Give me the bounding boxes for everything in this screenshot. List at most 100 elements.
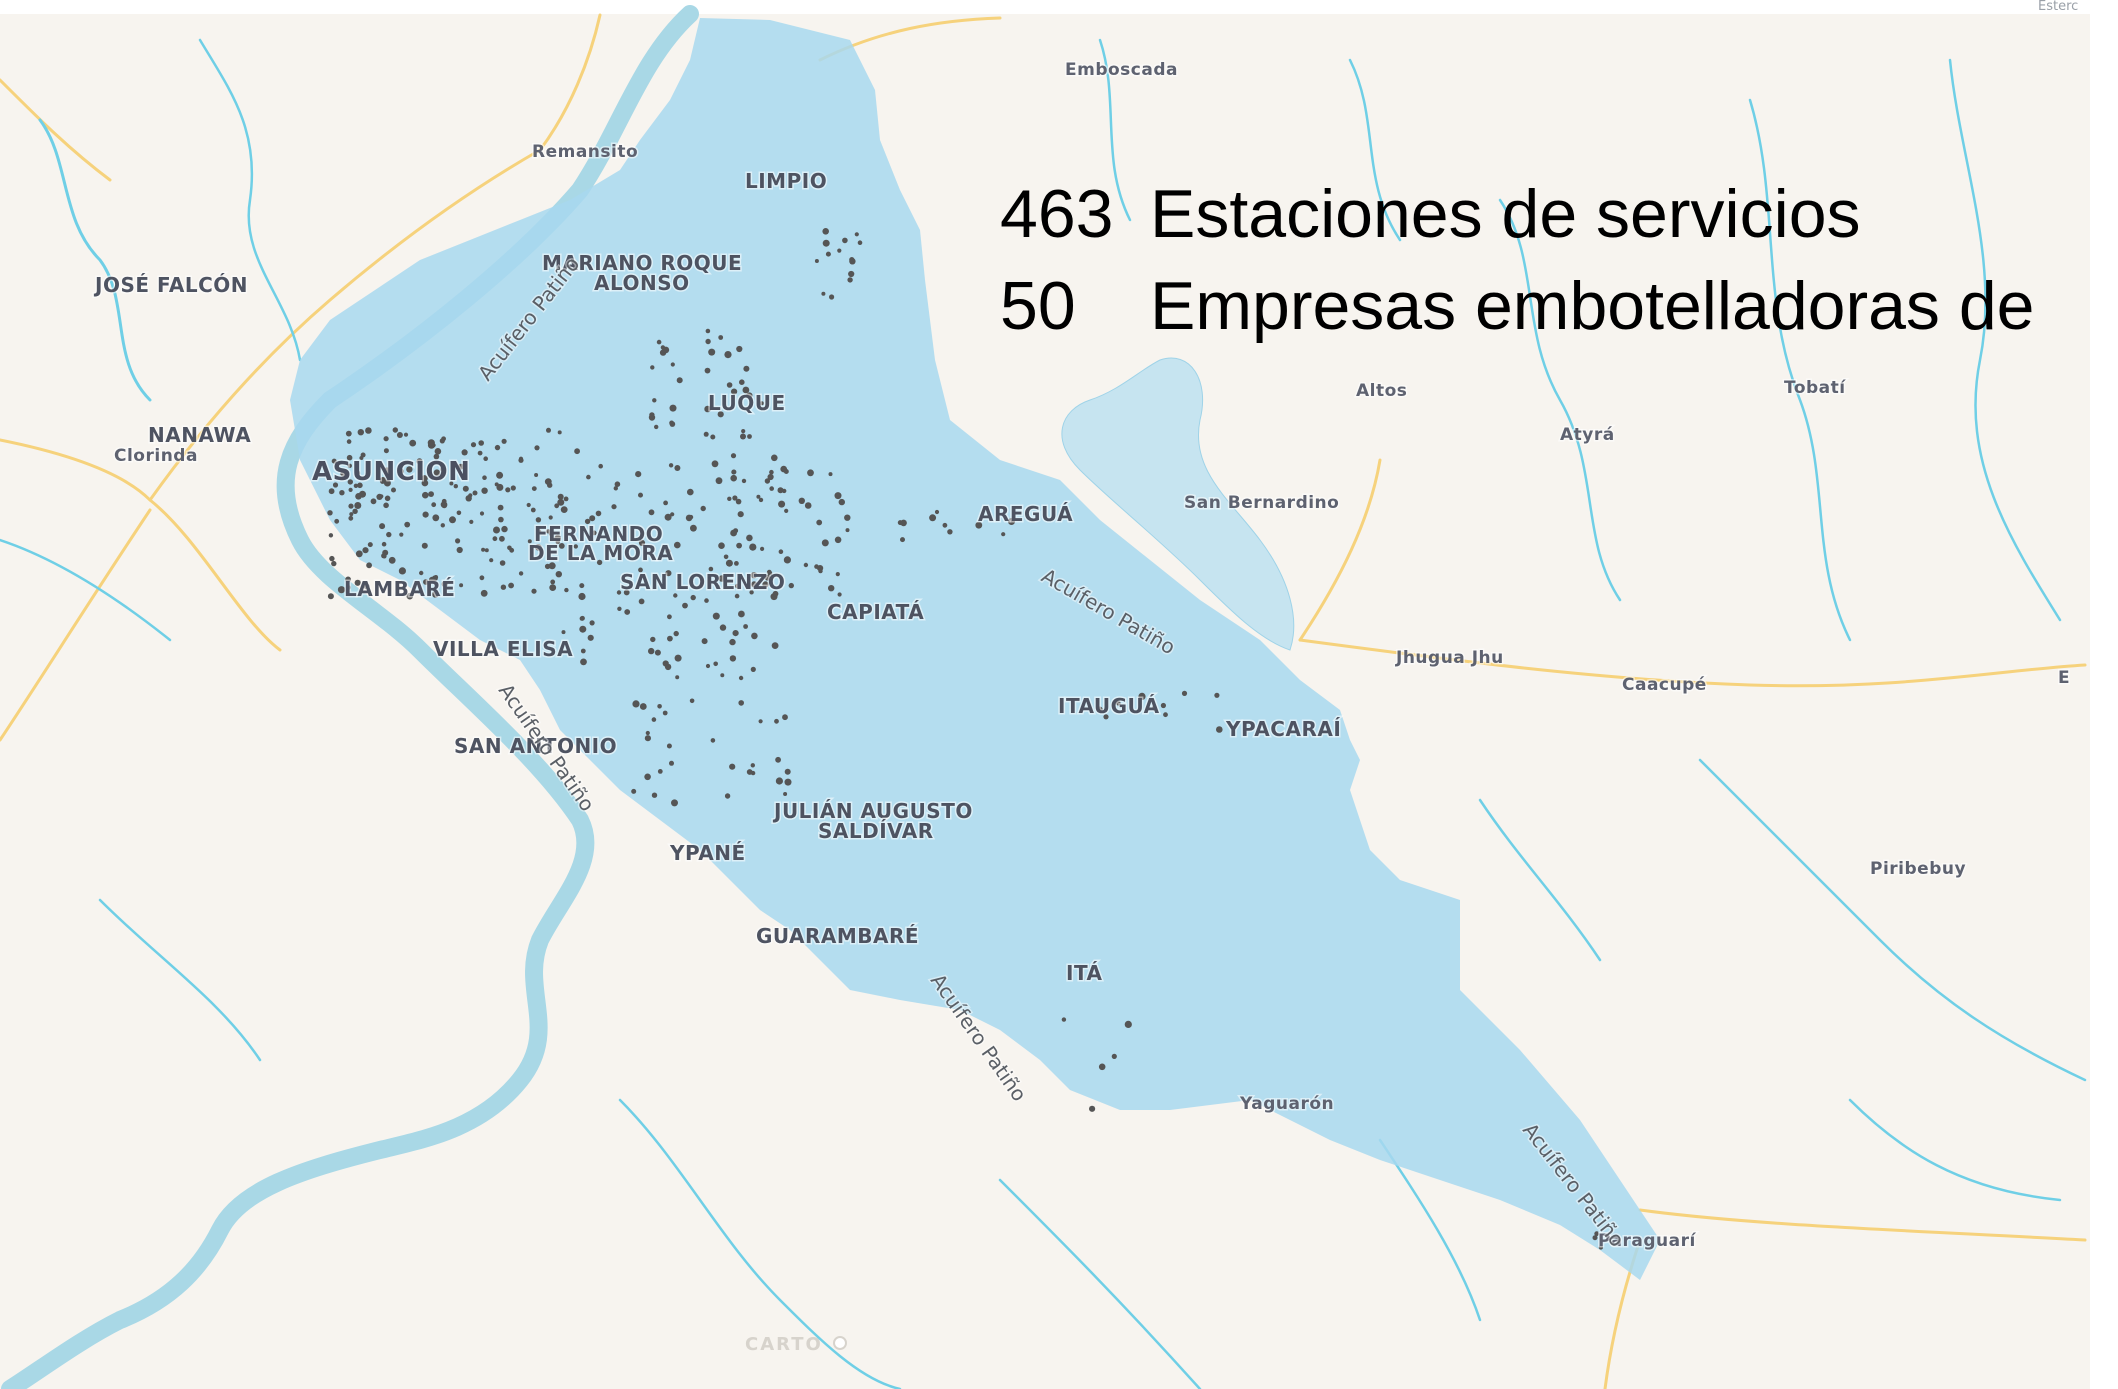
- station-dot: [441, 502, 448, 509]
- legend-count: 50: [1000, 268, 1076, 344]
- station-dot: [472, 490, 478, 496]
- station-dot: [348, 515, 354, 521]
- station-dot: [526, 502, 531, 508]
- station-dot: [1001, 532, 1006, 537]
- station-dot: [580, 615, 585, 621]
- station-dot: [423, 579, 429, 585]
- station-dot: [494, 444, 501, 451]
- place-label-luque: LUQUE: [708, 391, 786, 415]
- station-dot: [546, 427, 551, 433]
- station-dot: [578, 592, 586, 601]
- station-dot: [557, 493, 564, 500]
- station-dot: [662, 660, 669, 667]
- station-dot: [554, 534, 561, 542]
- station-dot: [352, 508, 358, 514]
- station-dot: [784, 768, 791, 775]
- station-dot: [638, 492, 643, 498]
- station-dot: [339, 490, 345, 496]
- station-dot: [480, 589, 488, 597]
- station-dot: [1111, 1053, 1117, 1059]
- place-label-julian-line2: SALDÍVAR: [818, 819, 934, 843]
- station-dot: [807, 469, 814, 477]
- station-dot: [367, 542, 373, 548]
- station-dot: [767, 473, 774, 481]
- station-dot: [479, 511, 485, 516]
- place-label-paraguari: Paraguarí: [1598, 1231, 1696, 1251]
- station-dot: [510, 485, 516, 491]
- place-label-san-bernardino: San Bernardino: [1184, 493, 1339, 513]
- station-dot: [433, 575, 439, 580]
- station-dot: [735, 583, 740, 589]
- station-dot: [530, 507, 536, 513]
- station-dot: [822, 239, 830, 247]
- station-dot: [774, 718, 779, 724]
- station-dot: [449, 516, 456, 524]
- station-dot: [549, 584, 557, 591]
- station-dot: [589, 515, 596, 522]
- station-dot: [433, 469, 441, 477]
- place-label-tobati: Tobatí: [1784, 378, 1846, 398]
- station-dot: [769, 486, 774, 491]
- station-dot: [1098, 1063, 1106, 1071]
- station-dot: [741, 478, 747, 484]
- place-label-ypacarai: YPACARAÍ: [1225, 717, 1341, 741]
- road: [0, 78, 112, 182]
- station-dot: [499, 560, 506, 566]
- station-dot: [670, 512, 675, 517]
- station-dot: [738, 700, 744, 706]
- station-dot: [834, 492, 842, 500]
- place-label-san-antonio: SAN ANTONIO: [454, 734, 617, 758]
- station-dot: [829, 294, 835, 300]
- place-label-jose-falcon: JOSÉ FALCÓN: [93, 273, 248, 297]
- station-dot: [1089, 1105, 1096, 1112]
- station-dot: [346, 439, 352, 444]
- station-dot: [732, 630, 739, 637]
- place-label-guarambare: GUARAMBARÉ: [756, 924, 919, 948]
- station-dot: [703, 431, 709, 437]
- station-dot: [499, 535, 505, 542]
- station-dot: [391, 487, 396, 493]
- station-dot: [764, 575, 771, 581]
- station-dot: [501, 438, 507, 444]
- station-dot: [416, 458, 423, 465]
- station-dot: [844, 514, 851, 521]
- station-dot: [347, 463, 352, 468]
- station-dot: [688, 514, 694, 520]
- station-dot: [664, 513, 672, 521]
- station-dot: [461, 449, 468, 456]
- station-dot: [814, 564, 819, 569]
- station-dot: [669, 421, 676, 427]
- stream: [1478, 798, 1602, 962]
- station-dot: [536, 529, 542, 535]
- station-dot: [828, 472, 833, 477]
- station-dot: [334, 518, 340, 524]
- station-dot: [440, 466, 447, 473]
- station-dot: [750, 763, 755, 768]
- station-dot: [842, 237, 848, 244]
- station-dot: [497, 504, 504, 511]
- aquifer-patino-area[interactable]: [290, 18, 1660, 1280]
- station-dot: [399, 532, 404, 537]
- station-dot: [638, 539, 646, 547]
- place-label-atyra: Atyrá: [1560, 425, 1615, 445]
- station-dot: [1061, 1017, 1067, 1022]
- station-dot: [689, 698, 695, 704]
- station-dot: [409, 439, 417, 447]
- station-dot: [470, 442, 477, 448]
- station-dot: [718, 335, 724, 340]
- station-dot: [734, 561, 739, 566]
- station-dot: [665, 570, 672, 577]
- station-dot: [639, 703, 647, 710]
- station-dot: [682, 602, 688, 609]
- station-dot: [1163, 712, 1168, 718]
- station-dot: [328, 533, 334, 538]
- station-dot: [803, 562, 809, 568]
- station-dot: [396, 432, 403, 438]
- road-layer: [0, 13, 2087, 1389]
- station-dot: [595, 510, 602, 517]
- stream: [198, 38, 302, 362]
- station-dot: [354, 579, 361, 586]
- station-dot: [557, 498, 565, 506]
